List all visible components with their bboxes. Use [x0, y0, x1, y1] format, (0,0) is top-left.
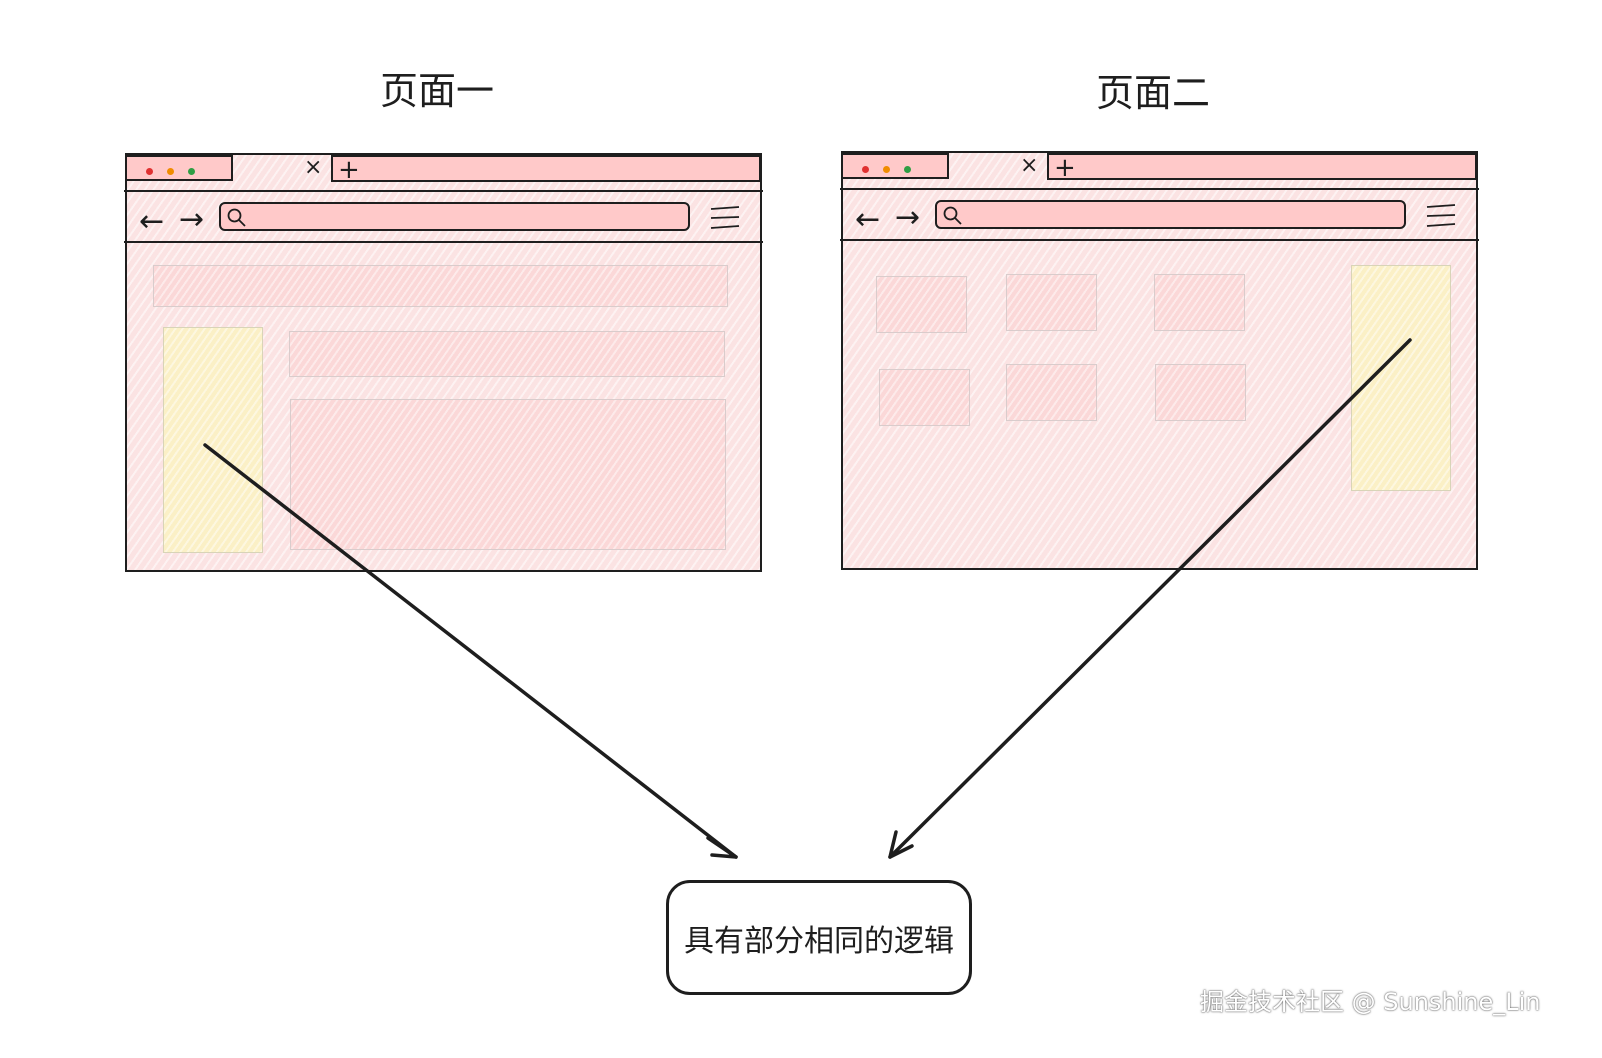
- page-one-browser-window: × + ← →: [124, 153, 763, 572]
- toolbar-divider: [840, 239, 1479, 241]
- hamburger-menu-icon[interactable]: [709, 205, 741, 231]
- arrow-left-icon[interactable]: ←: [139, 204, 165, 239]
- shared-sidebar-block: [163, 327, 263, 553]
- plus-icon[interactable]: +: [338, 155, 360, 185]
- window-maximize-dot[interactable]: [904, 166, 911, 173]
- arrow-from-page-one: [203, 443, 738, 859]
- arrow-from-page-two: [888, 338, 1412, 859]
- plus-icon[interactable]: +: [1054, 153, 1076, 183]
- window-maximize-dot[interactable]: [188, 168, 195, 175]
- grid-card: [876, 276, 967, 333]
- hamburger-menu-icon[interactable]: [1425, 203, 1457, 229]
- close-icon[interactable]: ×: [1020, 153, 1039, 178]
- active-tab[interactable]: [841, 153, 949, 179]
- content-bar-block: [289, 331, 725, 377]
- search-icon: [943, 206, 962, 225]
- watermark: 掘金技术社区 @ Sunshine_Lin: [1200, 988, 1541, 1016]
- content-main-block: [290, 399, 726, 550]
- arrow-right-icon[interactable]: →: [895, 200, 921, 235]
- tab-bar-divider: [124, 190, 763, 192]
- window-minimize-dot[interactable]: [167, 168, 174, 175]
- grid-card: [1006, 274, 1097, 331]
- window-close-dot[interactable]: [862, 166, 869, 173]
- page-one-title: 页面一: [380, 69, 495, 113]
- address-bar[interactable]: [219, 202, 690, 231]
- grid-card: [1155, 364, 1246, 421]
- grid-card: [1006, 364, 1097, 421]
- page-two-browser-window: × + ← →: [840, 151, 1479, 570]
- tab-strip[interactable]: +: [1047, 153, 1477, 183]
- toolbar-divider: [124, 241, 763, 243]
- tab-strip[interactable]: +: [331, 155, 761, 185]
- active-tab[interactable]: [125, 155, 233, 181]
- arrow-left-icon[interactable]: ←: [855, 202, 881, 237]
- grid-card: [879, 369, 970, 426]
- arrowhead-left: [706, 836, 738, 859]
- window-close-dot[interactable]: [146, 168, 153, 175]
- header-block: [153, 265, 728, 307]
- search-icon: [227, 208, 246, 227]
- window-minimize-dot[interactable]: [883, 166, 890, 173]
- arrowhead-right: [888, 830, 914, 859]
- close-icon[interactable]: ×: [304, 155, 323, 180]
- grid-card: [1154, 274, 1245, 331]
- tab-bar-divider: [840, 188, 1479, 190]
- conclusion-box: 具有部分相同的逻辑: [666, 880, 972, 995]
- arrow-right-icon[interactable]: →: [179, 202, 205, 237]
- address-bar[interactable]: [935, 200, 1406, 229]
- page-two-title: 页面二: [1096, 71, 1211, 115]
- shared-sidebar-block: [1351, 265, 1451, 491]
- conclusion-text: 具有部分相同的逻辑: [684, 923, 954, 959]
